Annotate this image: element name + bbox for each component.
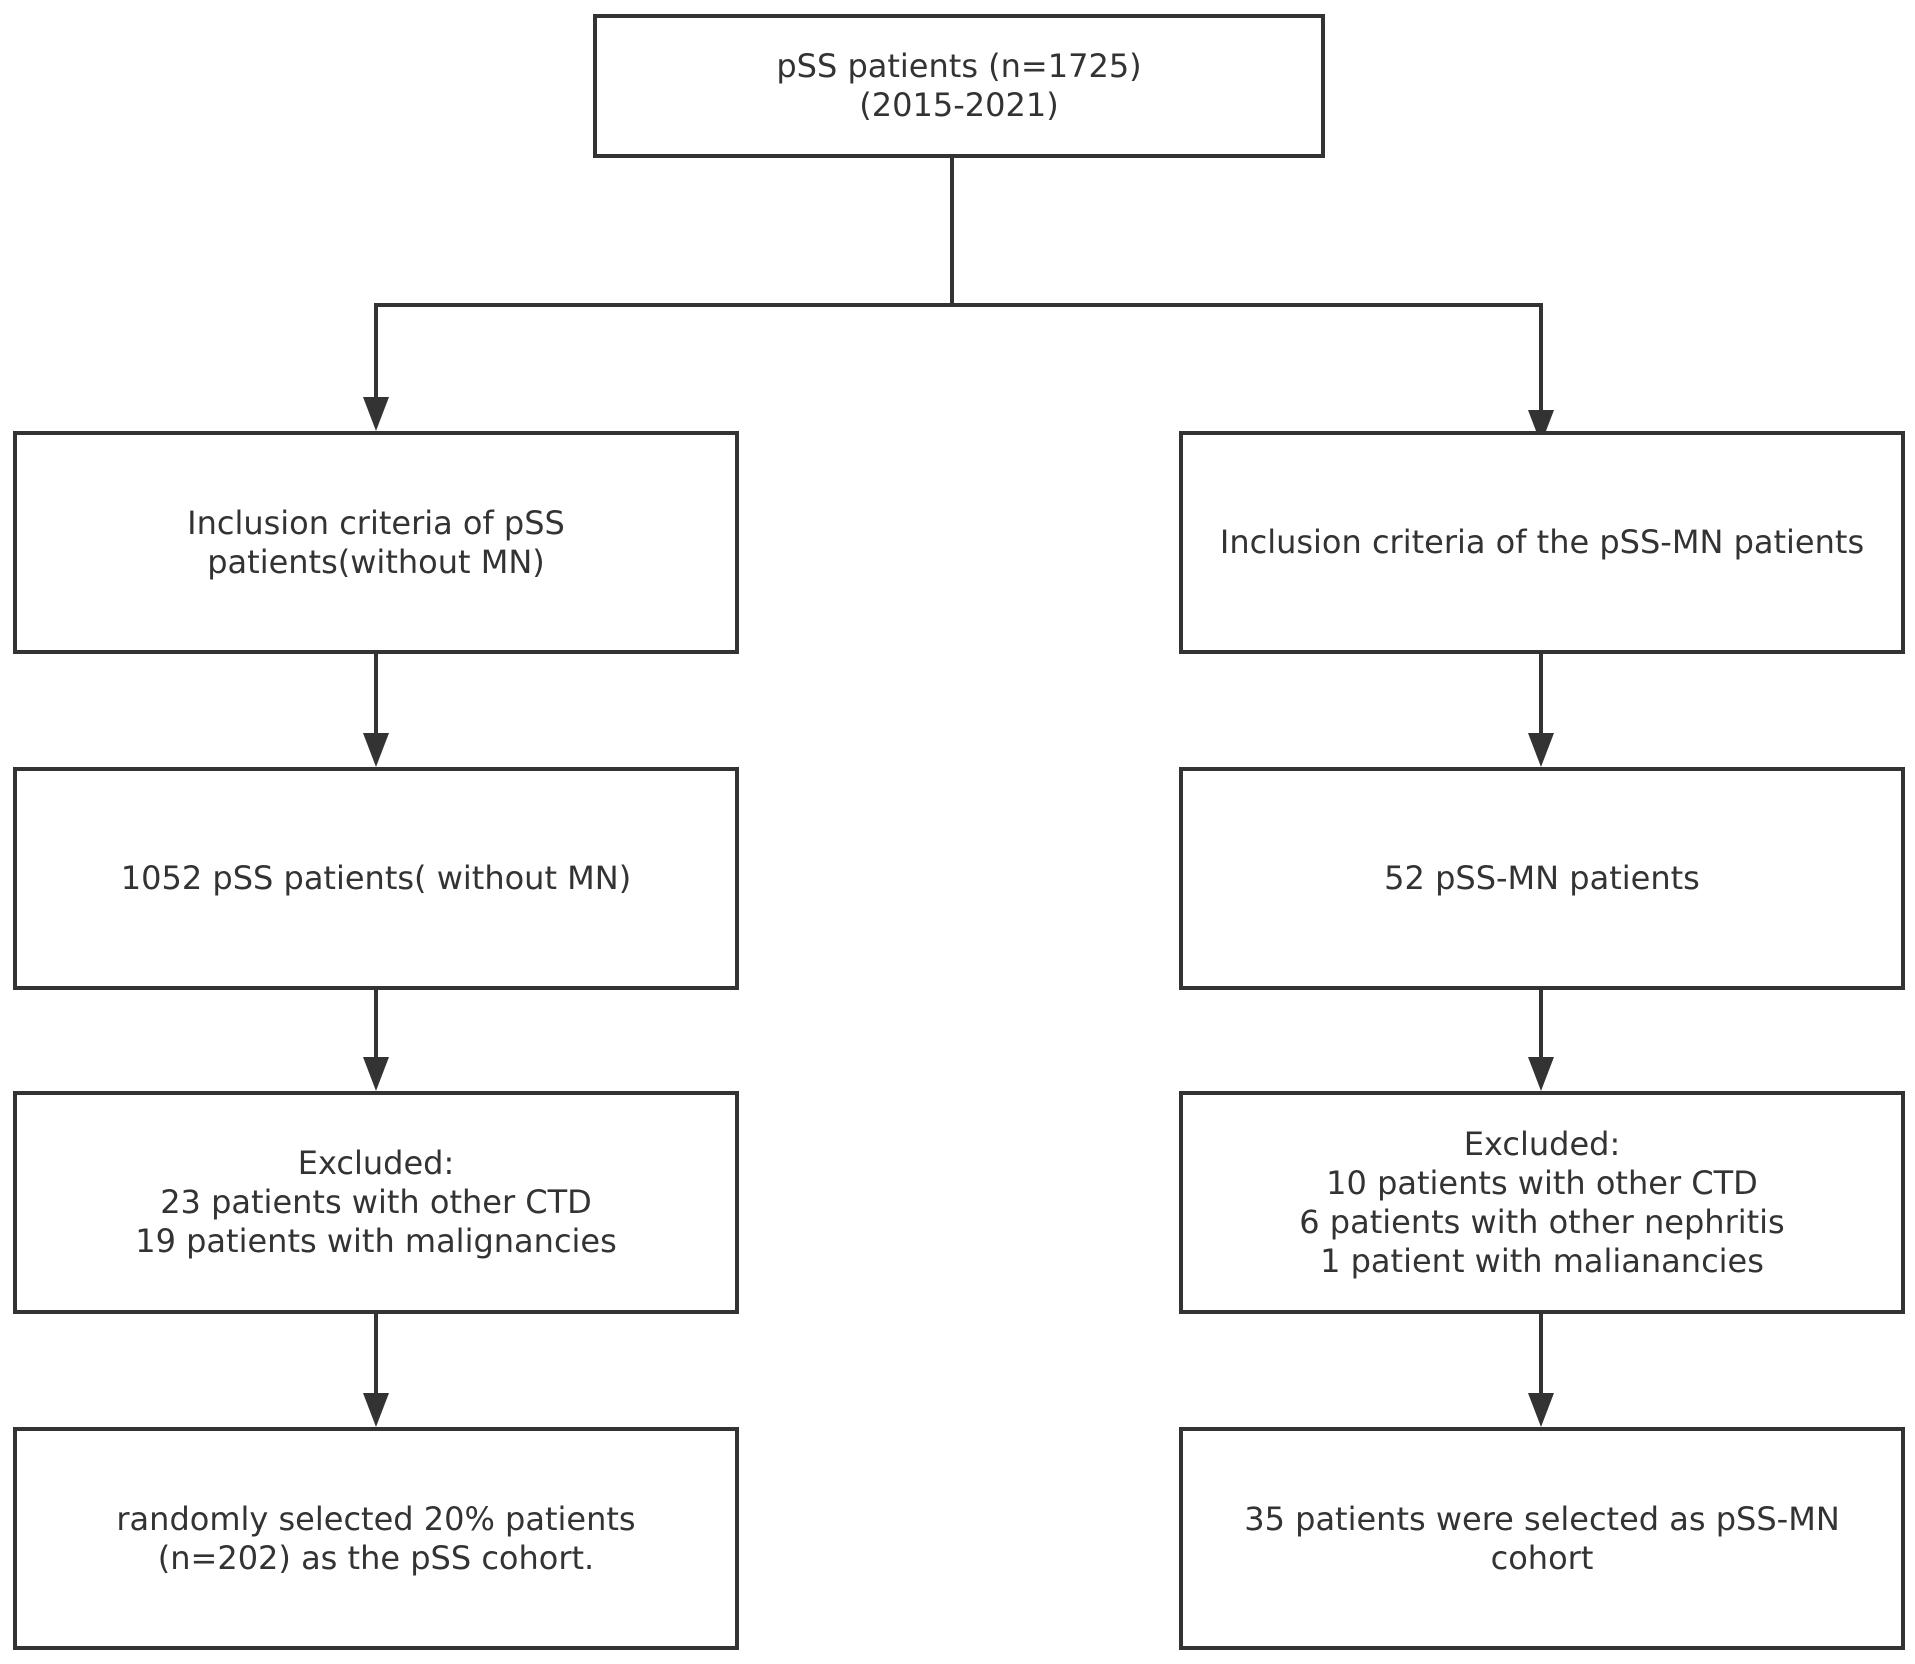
left-excluded-item: 23 patients with other CTD — [160, 1183, 592, 1221]
right-count-line: 52 pSS-MN patients — [1384, 859, 1700, 897]
left-excluded-heading: Excluded: — [297, 1144, 455, 1182]
right-excluded-heading: Excluded: — [1463, 1124, 1621, 1163]
left-arrowhead-2 — [363, 1057, 389, 1091]
right-arrowhead-3 — [1528, 1393, 1554, 1427]
right-inclusion-line: Inclusion criteria of the pSS-MN patient… — [1219, 523, 1865, 561]
left-inclusion-line-1: Inclusion criteria of pSS — [187, 503, 565, 542]
left-count-box: 1052 pSS patients( without MN) — [13, 767, 739, 990]
right-inclusion-box: Inclusion criteria of the pSS-MN patient… — [1179, 431, 1905, 654]
right-cohort-box: 35 patients were selected as pSS-MN coho… — [1179, 1427, 1905, 1650]
left-excluded-box: Excluded: 23 patients with other CTD 19 … — [13, 1091, 739, 1314]
right-excluded-item: 6 patients with other nephritis — [1299, 1202, 1785, 1241]
right-cohort-line-1: 35 patients were selected as pSS-MN — [1244, 1499, 1840, 1538]
right-arrowhead-2 — [1528, 1057, 1554, 1091]
right-excluded-item: 1 patient with malianancies — [1320, 1241, 1764, 1280]
total-patients-box: pSS patients (n=1725) (2015-2021) — [593, 14, 1325, 158]
left-arrowhead-1 — [363, 733, 389, 767]
right-excluded-box: Excluded: 10 patients with other CTD 6 p… — [1179, 1091, 1905, 1314]
right-drop-arrowhead — [1528, 410, 1554, 444]
total-patients-line: pSS patients (n=1725) — [776, 47, 1142, 85]
left-inclusion-box: Inclusion criteria of pSS patients(witho… — [13, 431, 739, 654]
left-excluded-item: 19 patients with malignancies — [135, 1222, 617, 1260]
left-drop-arrowhead — [363, 397, 389, 431]
left-count-line: 1052 pSS patients( without MN) — [120, 859, 632, 897]
right-excluded-item: 10 patients with other CTD — [1326, 1163, 1758, 1202]
left-arrowhead-3 — [363, 1393, 389, 1427]
right-cohort-line-2: cohort — [1490, 1538, 1594, 1577]
left-cohort-line-2: (n=202) as the pSS cohort. — [157, 1538, 595, 1577]
left-inclusion-line-2: patients(without MN) — [207, 542, 545, 581]
left-cohort-box: randomly selected 20% patients (n=202) a… — [13, 1427, 739, 1650]
right-count-box: 52 pSS-MN patients — [1179, 767, 1905, 990]
right-arrowhead-1 — [1528, 733, 1554, 767]
study-period-line: (2015-2021) — [859, 86, 1059, 124]
left-cohort-line-1: randomly selected 20% patients — [116, 1499, 636, 1538]
